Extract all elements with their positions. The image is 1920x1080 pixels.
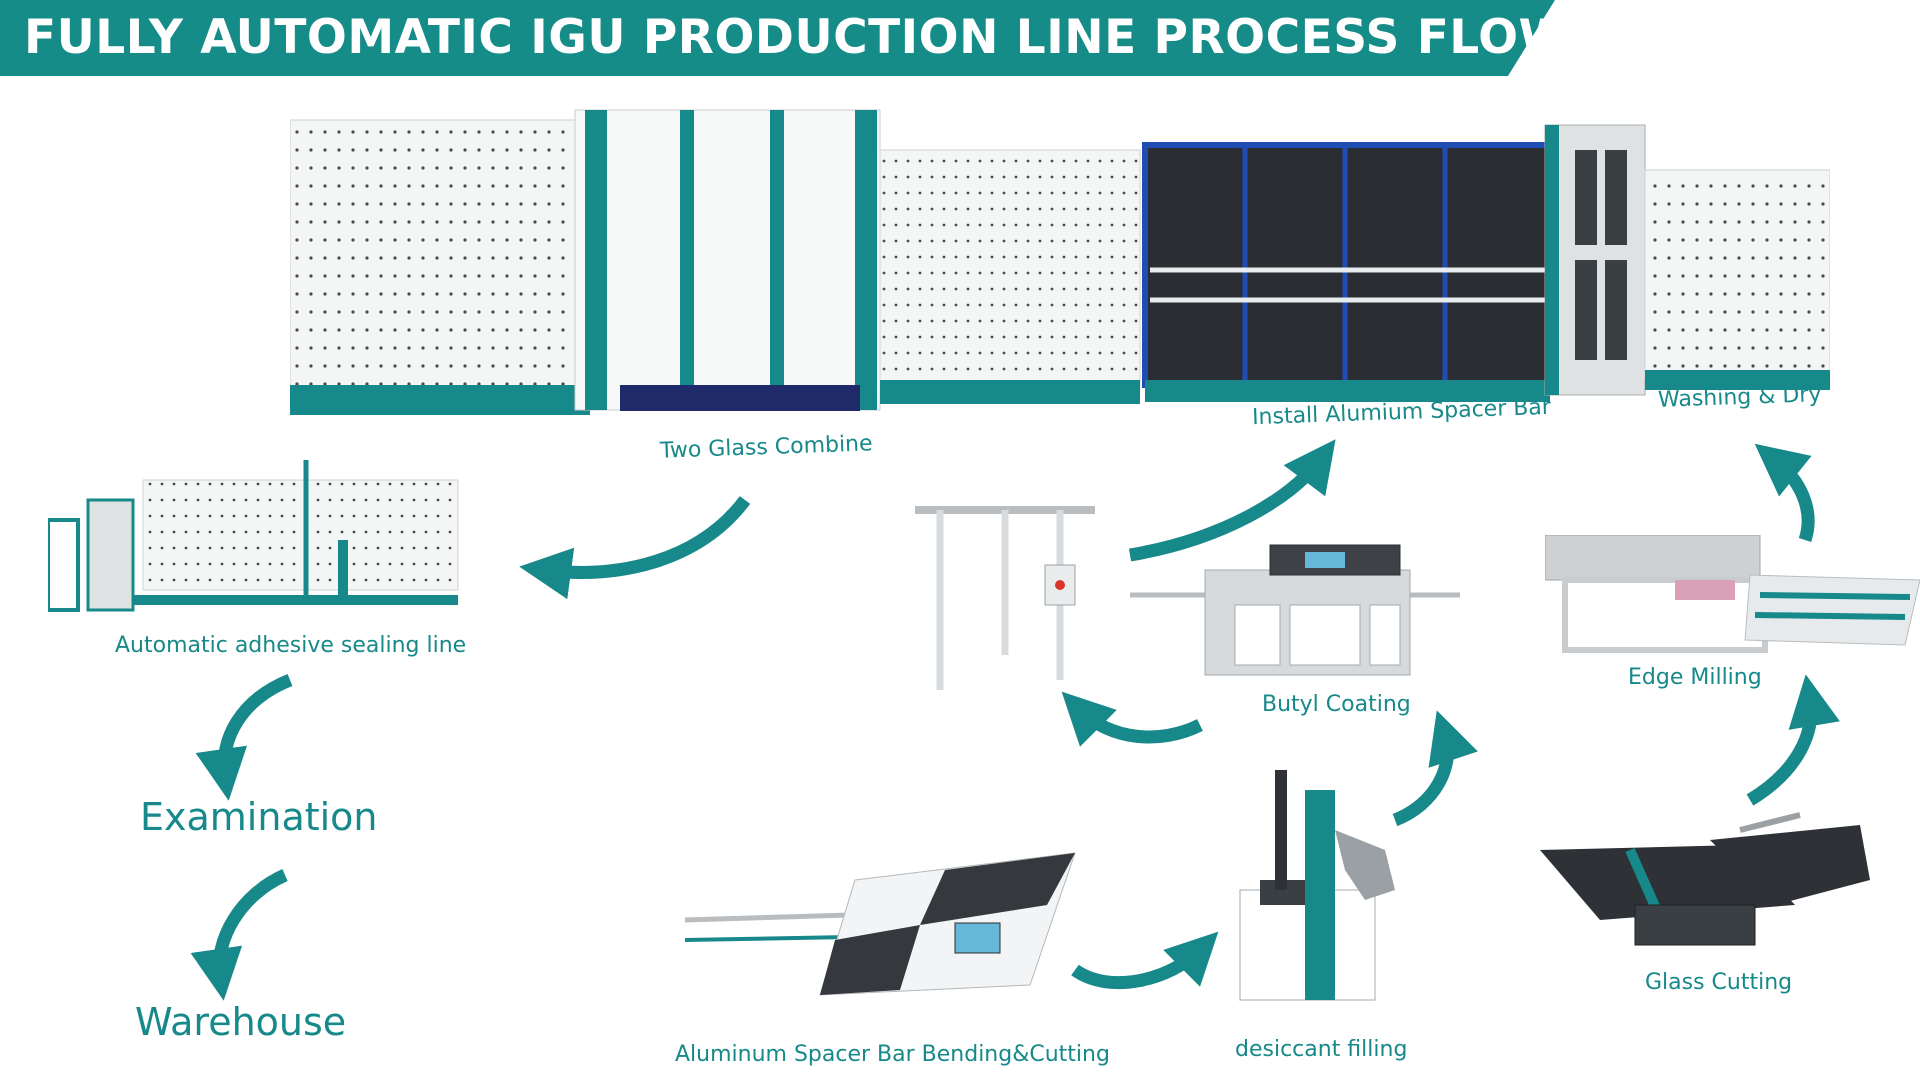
page-title: FULLY AUTOMATIC IGU PRODUCTION LINE PROC… [24,10,1571,65]
spacer-bending-machine [685,852,1076,996]
label-warehouse: Warehouse [135,1000,347,1044]
label-edge-milling: Edge Milling [1628,665,1762,690]
label-examination: Examination [140,795,378,839]
glass-cutting-table [1540,812,1870,946]
arrow-combine-to-sealing [519,496,751,600]
arrow-bending-to-desiccant [1071,931,1219,990]
label-butyl-coating: Butyl Coating [1262,692,1411,717]
label-adhesive-sealing: Automatic adhesive sealing line [115,633,467,658]
title-banner-shape [0,0,1555,76]
arrow-butyl-to-rack [1061,691,1203,747]
desiccant-filling-machine [1239,770,1395,1001]
arrow-cutting-to-milling [1746,674,1840,806]
arrow-exam-to-warehouse [190,869,288,1001]
arrow-desiccant-to-butyl [1392,710,1478,827]
production-line-machine [290,109,1830,415]
label-glass-cutting: Glass Cutting [1645,970,1793,995]
spacer-frame-rack [915,506,1095,690]
label-desiccant-filling: desiccant filling [1235,1037,1408,1062]
arrow-sealing-to-exam [195,673,293,801]
edge-milling-machine [1545,535,1920,653]
title-banner: FULLY AUTOMATIC IGU PRODUCTION LINE PROC… [0,0,1570,76]
sealing-line-machine [48,460,459,612]
butyl-coating-machine [1130,544,1460,676]
label-spacer-bending: Aluminum Spacer Bar Bending&Cutting [675,1042,1110,1067]
arrow-milling-to-washing [1754,443,1815,543]
arrow-rack-to-install [1128,439,1336,562]
